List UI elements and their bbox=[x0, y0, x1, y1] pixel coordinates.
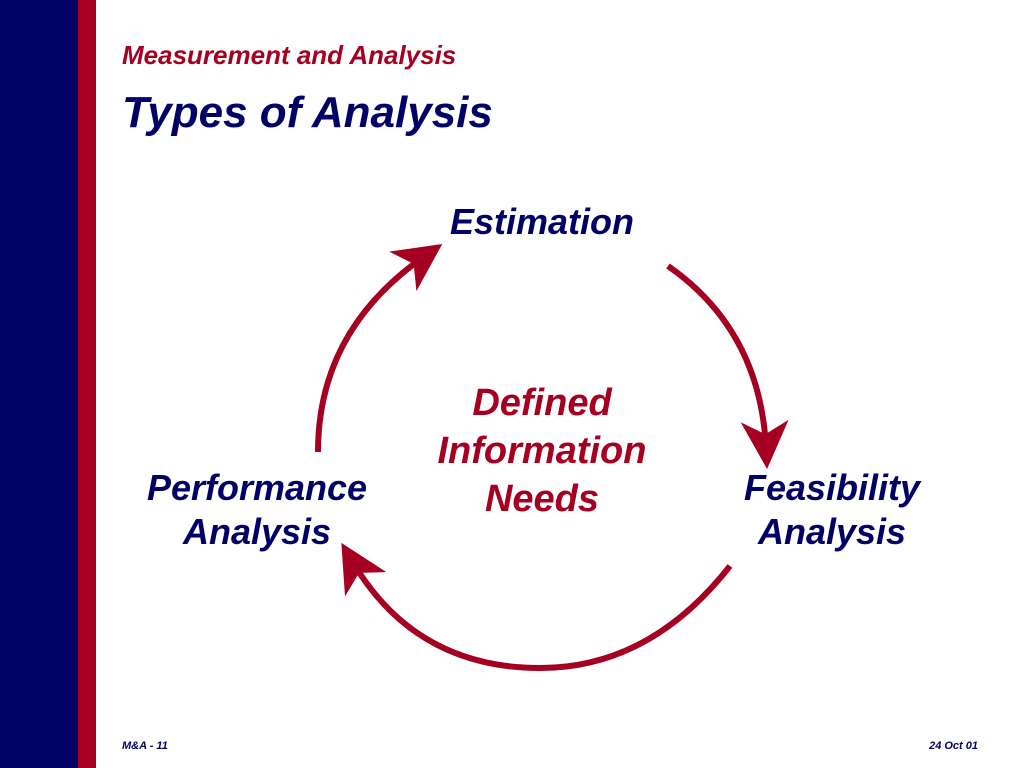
center-line-1: Defined bbox=[472, 382, 612, 424]
slide-subtitle: Measurement and Analysis bbox=[122, 40, 457, 70]
feasibility-analysis-line-2: Analysis bbox=[757, 511, 907, 552]
performance-analysis-node: Performance Analysis bbox=[107, 466, 407, 554]
estimation-node: Estimation bbox=[392, 200, 692, 244]
left-red-band bbox=[78, 0, 96, 768]
center-line-2: Information bbox=[437, 430, 647, 472]
performance-analysis-line-1: Performance bbox=[146, 467, 368, 508]
feasibility-analysis-node: Feasibility Analysis bbox=[682, 466, 982, 554]
center-defined-information-needs: Defined Information Needs bbox=[392, 379, 692, 523]
footer-slide-number: M&A - 11 bbox=[122, 740, 168, 752]
center-line-3: Needs bbox=[484, 478, 600, 520]
arrow-feasibility-to-performance bbox=[341, 542, 733, 672]
feasibility-analysis-line-1: Feasibility bbox=[743, 467, 921, 508]
footer-date: 24 Oct 01 bbox=[929, 740, 978, 752]
left-navy-band bbox=[0, 0, 78, 768]
estimation-label: Estimation bbox=[449, 201, 635, 242]
performance-analysis-line-2: Analysis bbox=[182, 511, 332, 552]
arrow-performance-to-estimation bbox=[315, 244, 443, 453]
arrow-estimation-to-feasibility bbox=[666, 263, 789, 469]
slide-title: Types of Analysis bbox=[122, 88, 493, 137]
